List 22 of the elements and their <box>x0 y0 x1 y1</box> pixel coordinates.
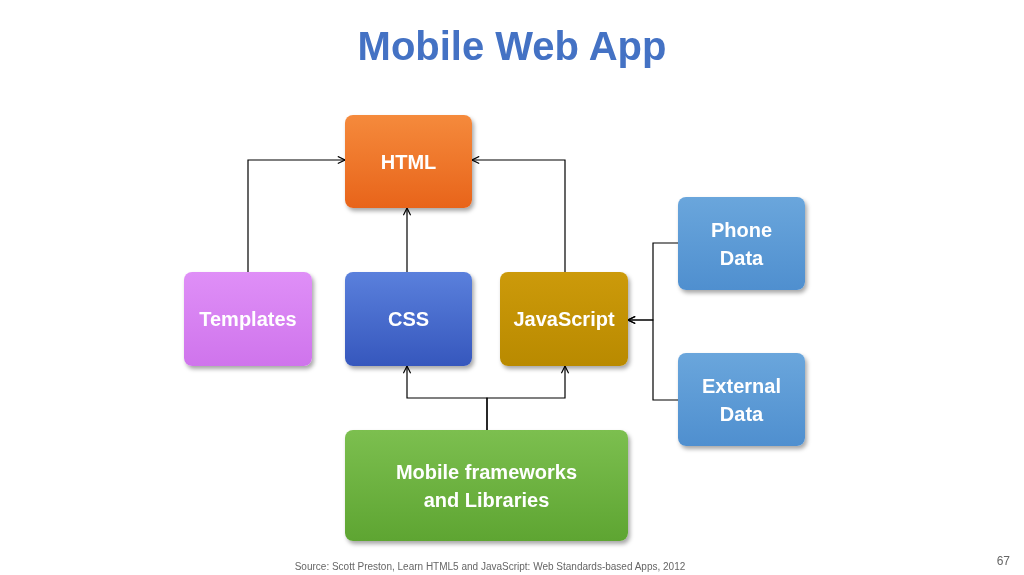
arrow <box>402 207 412 273</box>
arrow <box>627 315 679 401</box>
node-label: CSS <box>386 307 431 332</box>
title: Mobile Web App <box>356 23 668 70</box>
node-label: Phone Data <box>709 217 774 271</box>
process-box <box>500 272 628 366</box>
arrow <box>471 155 566 273</box>
process-box <box>678 197 805 290</box>
node-label: Mobile frameworks and Libraries <box>394 459 579 513</box>
arrow <box>486 365 570 431</box>
node-label: External Data <box>701 373 782 427</box>
page-number: 67 <box>996 553 1010 570</box>
node-label: HTML <box>379 149 438 175</box>
arrow <box>247 155 346 273</box>
node-label: JavaScript <box>512 307 616 332</box>
process-box <box>345 272 472 366</box>
process-box <box>184 272 312 366</box>
node-label: Templates <box>198 307 298 332</box>
process-box <box>678 353 805 446</box>
process-box <box>345 430 628 541</box>
process-box <box>345 115 472 208</box>
source-caption: Source: Scott Preston, Learn HTML5 and JavaScript: Web Standards-based Apps, 2012 <box>293 561 687 573</box>
